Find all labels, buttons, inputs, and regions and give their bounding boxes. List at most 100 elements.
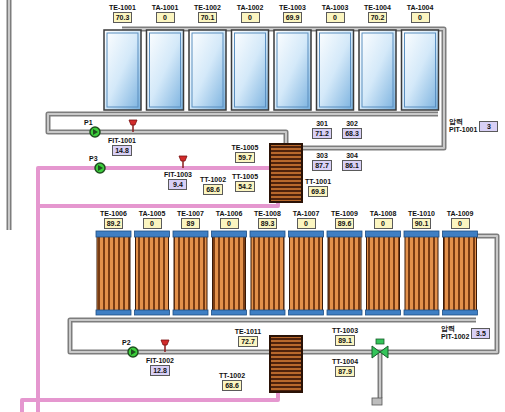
panel-cap: [327, 310, 362, 315]
tag-name: TE-1010: [408, 210, 435, 218]
panel-cap: [212, 231, 247, 237]
tag-name: 압력: [441, 325, 455, 333]
value-box: 69.8: [308, 186, 328, 197]
pipe-highlight: [122, 29, 444, 148]
value-box: 0: [220, 218, 239, 229]
glass-inner-frame: [277, 33, 308, 107]
panel-cap: [443, 231, 478, 237]
tag-name: PIT-1001: [449, 126, 477, 134]
tag-readout: 30268.3: [342, 120, 362, 139]
tag-name: TA-1007: [293, 210, 320, 218]
tag-readout: TE-100989.6: [331, 210, 358, 229]
tag-name: TA-1009: [447, 210, 474, 218]
tag-readout: TA-10010: [152, 4, 179, 23]
value-box: 68.6: [222, 380, 242, 391]
pipe-highlight: [48, 114, 438, 144]
glass-panel: [274, 30, 311, 110]
tag-name: TA-1003: [322, 4, 349, 12]
tube-panel: [251, 232, 284, 314]
glass-inner-frame: [107, 33, 138, 107]
tag-readout: TT-100268.6: [219, 372, 245, 391]
tag-name: FIT-1003: [164, 171, 192, 179]
value-box: 3: [479, 121, 498, 132]
heat-exchanger: [270, 336, 302, 392]
glass-inner-frame: [150, 33, 181, 107]
tag-readout: TE-100689.2: [100, 210, 127, 229]
tag-name: 301: [316, 120, 328, 128]
glass-inner-frame: [405, 33, 436, 107]
tag-name: TE-1009: [331, 210, 358, 218]
valve-actuator: [376, 339, 384, 344]
pink-pipe: [38, 202, 278, 206]
value-box: 70.3: [113, 12, 133, 23]
glass-panel: [232, 30, 269, 110]
tag-name: TE-1011: [235, 328, 261, 336]
glass-inner-frame: [362, 33, 393, 107]
tube-panel: [97, 232, 130, 314]
tube-panel: [136, 232, 169, 314]
tag-readout: TT-100554.2: [232, 173, 258, 192]
value-box: 70.1: [198, 12, 218, 23]
tag-readout: FIT-100114.8: [108, 137, 136, 156]
panel-cap: [96, 231, 131, 237]
glass-panel: [317, 30, 354, 110]
panel-cap: [443, 310, 478, 315]
value-box: 68.6: [203, 184, 223, 195]
valve-symbol: [372, 346, 388, 358]
tag-readout: TA-10080: [370, 210, 397, 229]
heat-exchanger: [270, 144, 302, 202]
panel-cap: [250, 231, 285, 237]
label-column: 압력PIT-1001: [449, 118, 477, 134]
pump-label: P1: [84, 119, 93, 127]
tag-name: TA-1008: [370, 210, 397, 218]
tag-readout: TA-10070: [293, 210, 320, 229]
glass-inner-frame: [192, 33, 223, 107]
panel-cap: [212, 310, 247, 315]
panel-cap: [366, 231, 401, 237]
pink-pipe: [22, 392, 278, 412]
tag-readout: TA-10030: [322, 4, 349, 23]
glass-inner-frame: [235, 33, 266, 107]
pipe: [378, 352, 383, 398]
tag-readout: TA-10050: [139, 210, 166, 229]
tube-panel: [290, 232, 323, 314]
flow-meter-symbol: [179, 156, 187, 161]
tag-readout: TE-100889.3: [254, 210, 281, 229]
tag-readout: TE-100270.1: [194, 4, 221, 23]
pump-label: P2: [122, 339, 131, 347]
value-box: 0: [326, 12, 345, 23]
tube-panel: [174, 232, 207, 314]
tag-name: TA-1001: [152, 4, 179, 12]
value-box: 87.9: [335, 366, 355, 377]
pipe: [7, 0, 12, 230]
tag-name: TT-1005: [232, 173, 258, 181]
value-box: 89.2: [104, 218, 124, 229]
tag-name: FIT-1001: [108, 137, 136, 145]
pump-arrow: [98, 165, 103, 171]
glass-panel: [147, 30, 184, 110]
tag-readout: 30387.7: [312, 152, 332, 171]
tag-name: 303: [316, 152, 328, 160]
panel-cap: [96, 310, 131, 315]
pressure-indicator: 압력PIT-10023.5: [441, 325, 490, 341]
tag-name: TA-1005: [139, 210, 166, 218]
pump-symbol: [128, 347, 138, 357]
tube-panel: [444, 232, 477, 314]
tag-name: TA-1002: [237, 4, 264, 12]
pump-arrow: [93, 129, 98, 135]
glass-panel: [402, 30, 439, 110]
tag-name: TE-1006: [100, 210, 127, 218]
value-box: 90.1: [412, 218, 432, 229]
tag-readout: TT-100389.1: [332, 327, 358, 346]
tag-name: FIT-1002: [146, 357, 174, 365]
tag-readout: TA-10020: [237, 4, 264, 23]
value-box: 72.7: [238, 336, 258, 347]
tag-readout: TA-10040: [407, 4, 434, 23]
tag-readout: TE-100789: [177, 210, 204, 229]
value-box: 70.2: [368, 12, 388, 23]
tube-panel: [405, 232, 438, 314]
tag-readout: TT-100487.9: [332, 358, 358, 377]
value-box: 0: [374, 218, 393, 229]
glass-inner-frame: [320, 33, 351, 107]
